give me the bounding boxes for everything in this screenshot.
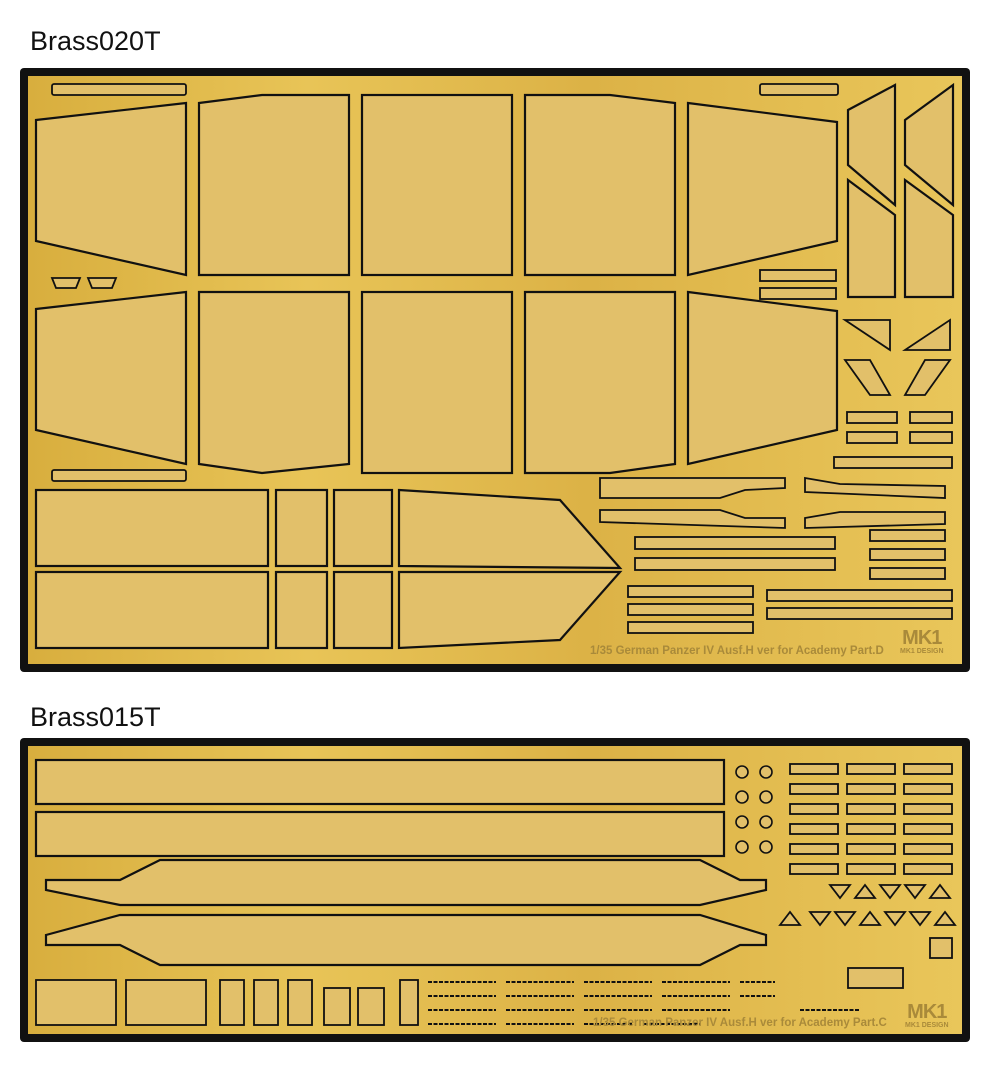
sheet-c-caption: 1/35 German Panzer IV Ausf.H ver for Aca…: [593, 1017, 887, 1029]
sheet-c-parts: [34, 758, 957, 1026]
logo-text: MK1: [902, 627, 942, 649]
logo-subtext: MK1 DESIGN: [900, 648, 944, 655]
sheet-d-parts: [34, 82, 955, 650]
mk1-logo: MK1 MK1 DESIGN: [900, 628, 944, 655]
logo-text: MK1: [907, 1001, 947, 1023]
logo-subtext: MK1 DESIGN: [905, 1022, 949, 1029]
sheet-title: Brass015T: [30, 702, 161, 732]
sheet-d-caption: 1/35 German Panzer IV Ausf.H ver for Aca…: [590, 645, 884, 657]
sheet-title: Brass020T: [30, 26, 161, 56]
mk1-logo: MK1 MK1 DESIGN: [905, 1002, 949, 1029]
